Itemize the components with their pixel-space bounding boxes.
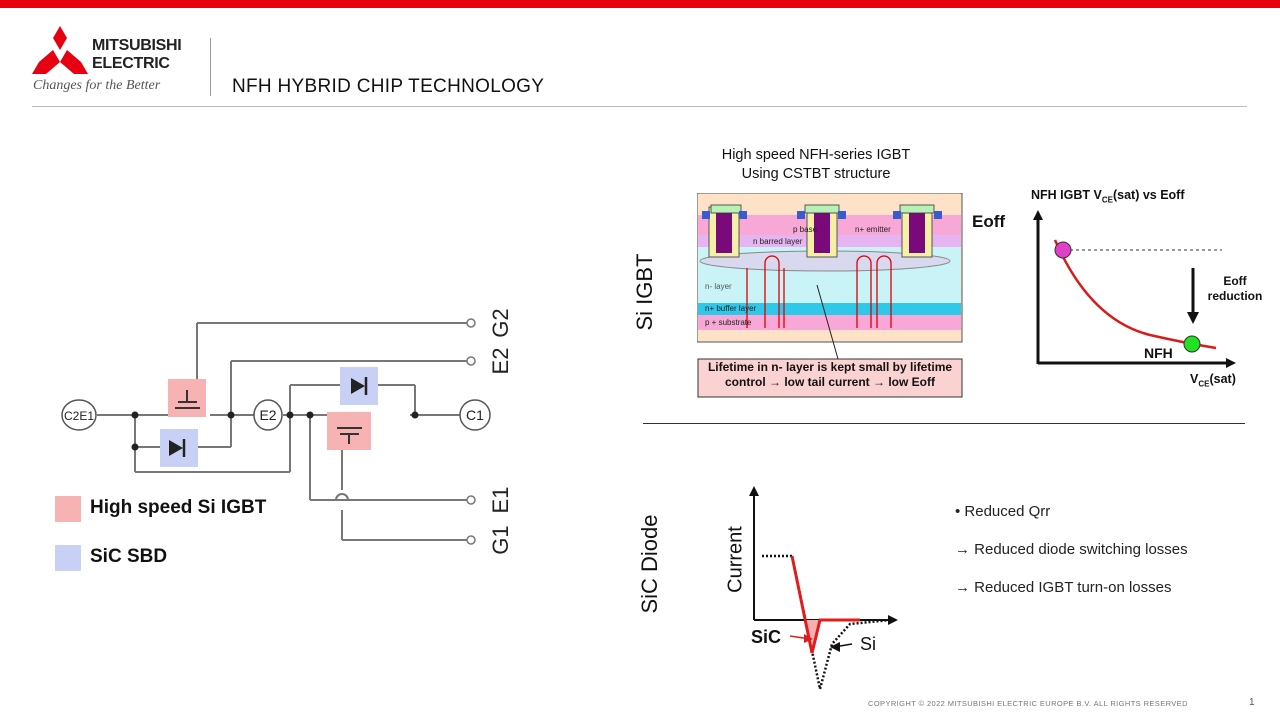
brand-line2: ELECTRIC: [92, 55, 170, 72]
igbt-caption-line1: High speed NFH-series IGBT: [721, 147, 911, 163]
header-divider: [210, 38, 211, 96]
current-axis-label: Current: [724, 526, 747, 593]
cstbt-cross-section-diagram: p base n+ emitter n barred layer n- laye…: [697, 193, 963, 398]
legend-label-sbd: SiC SBD: [90, 546, 168, 567]
vce-eoff-chart-title: NFH IGBT VCE(sat) vs Eoff: [1031, 188, 1185, 205]
node-c1-label: C1: [466, 407, 484, 423]
header-rule: [32, 106, 1247, 107]
chart-title-sub: CE: [1101, 195, 1113, 205]
legend-swatch-sbd: [55, 545, 81, 571]
brand-name: MITSUBISHI ELECTRIC: [92, 37, 182, 73]
legend-swatch-igbt: [55, 496, 81, 522]
eoff-label: Eoff: [972, 212, 1006, 231]
copyright-footer: COPYRIGHT © 2022 MITSUBISHI ELECTRIC EUR…: [868, 699, 1188, 708]
eoff-reduction-line1: Eoff: [1223, 274, 1247, 288]
legend-label-igbt: High speed Si IGBT: [90, 497, 267, 518]
brand-line1: MITSUBISHI: [92, 37, 182, 54]
node-c2e1-label: C2E1: [64, 409, 94, 423]
p-base-label: p base: [793, 225, 818, 234]
lifetime-note: Lifetime in n- layer is kept small by li…: [700, 360, 960, 390]
terminal-g1-label: G1: [488, 525, 513, 554]
x-axis-sub: CE: [1198, 379, 1210, 389]
bullet-igbt-losses: → Reduced IGBT turn-on losses: [955, 579, 1172, 596]
lower-igbt-highlight: [327, 412, 371, 450]
lifetime-note-line2: control → low tail current → low Eoff: [724, 375, 935, 389]
substrate-label: p + substrate: [705, 318, 752, 327]
eoff-reduction-line2: reduction: [1207, 289, 1263, 303]
nfh-curve-label: NFH: [1144, 345, 1173, 361]
eoff-reduction-label: Eoff reduction: [1200, 274, 1270, 304]
sic-curve-label: SiC: [751, 627, 782, 647]
igbt-caption-line2: Using CSTBT structure: [741, 166, 891, 182]
bullet-diode-losses: → Reduced diode switching losses: [955, 541, 1188, 558]
top-accent-bar: [0, 0, 1280, 8]
mitsubishi-diamond-logo: [32, 26, 88, 74]
page-title: NFH HYBRID CHIP TECHNOLOGY: [232, 76, 545, 97]
brand-tagline: Changes for the Better: [33, 78, 161, 93]
x-axis-main: V: [1190, 372, 1199, 386]
igbt-caption: High speed NFH-series IGBT Using CSTBT s…: [686, 146, 946, 184]
si-curve-label: Si: [860, 634, 877, 654]
terminal-g2-label: G2: [488, 308, 513, 337]
n-emitter-label: n+ emitter: [855, 225, 891, 234]
node-e2-label: E2: [259, 407, 276, 423]
si-igbt-section-label: Si IGBT: [632, 253, 657, 331]
sic-diode-section-label: SiC Diode: [637, 514, 662, 614]
vce-eoff-chart: [1033, 210, 1236, 368]
x-axis-rest: (sat): [1209, 372, 1236, 386]
vce-axis-label: VCE(sat): [1190, 372, 1236, 389]
bullet-reduced-qrr: • Reduced Qrr: [955, 503, 1051, 520]
buffer-layer-label: n+ buffer layer: [705, 304, 757, 313]
chart-title-main: NFH IGBT V: [1031, 188, 1102, 202]
n-barred-label: n barred layer: [753, 237, 803, 246]
n-layer-label: n- layer: [705, 282, 732, 291]
reverse-recovery-chart: [749, 486, 898, 690]
page-number: 1: [1249, 697, 1255, 708]
chart-title-rest: (sat) vs Eoff: [1112, 188, 1185, 202]
terminal-e2-label: E2: [488, 348, 513, 375]
lifetime-note-line1: Lifetime in n- layer is kept small by li…: [707, 360, 953, 374]
terminal-e1-label: E1: [488, 487, 513, 514]
section-divider: [643, 423, 1245, 424]
half-bridge-circuit-diagram: C2E1 E2 C1 G2 E2 E1 G1: [61, 308, 513, 555]
